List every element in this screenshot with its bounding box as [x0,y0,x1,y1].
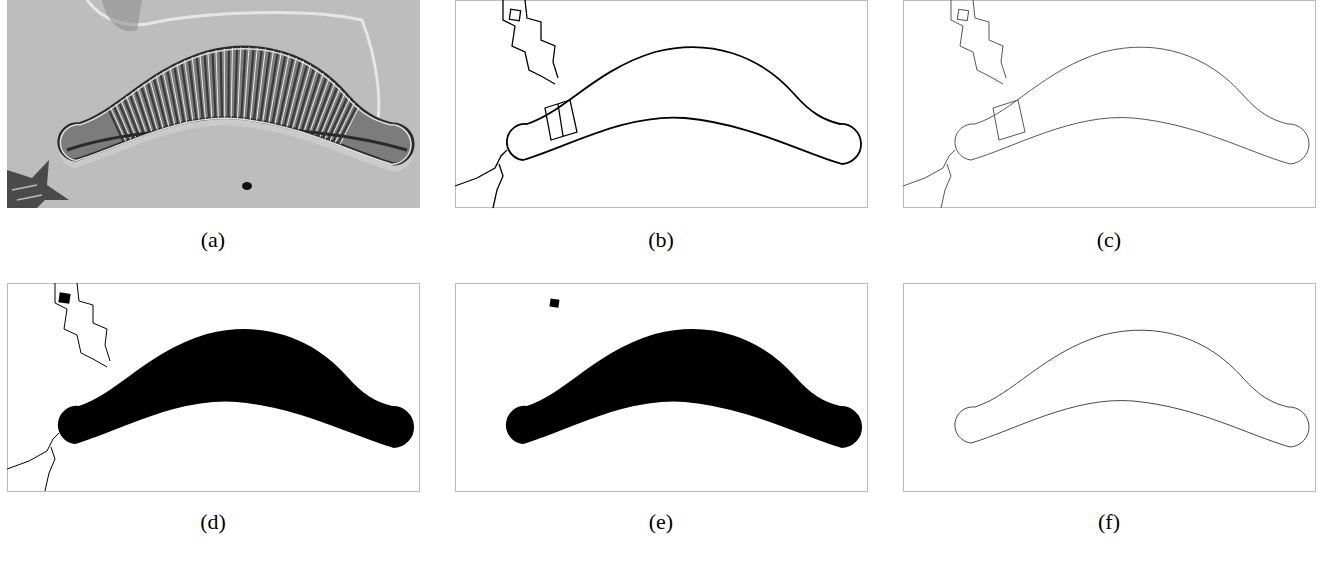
final-contour [904,284,1316,492]
panel-label: (e) [649,510,673,534]
panel-label: (b) [648,228,674,252]
filled-regions [7,283,420,492]
panel-label: (f) [1098,510,1120,534]
panel-label: (c) [1097,228,1121,252]
micrograph [7,0,420,208]
edge-map [455,0,868,208]
cleaned-mask [456,284,868,492]
panel-label: (a) [201,228,225,252]
thin-edge-map [903,0,1316,208]
panel-label: (d) [200,510,226,534]
